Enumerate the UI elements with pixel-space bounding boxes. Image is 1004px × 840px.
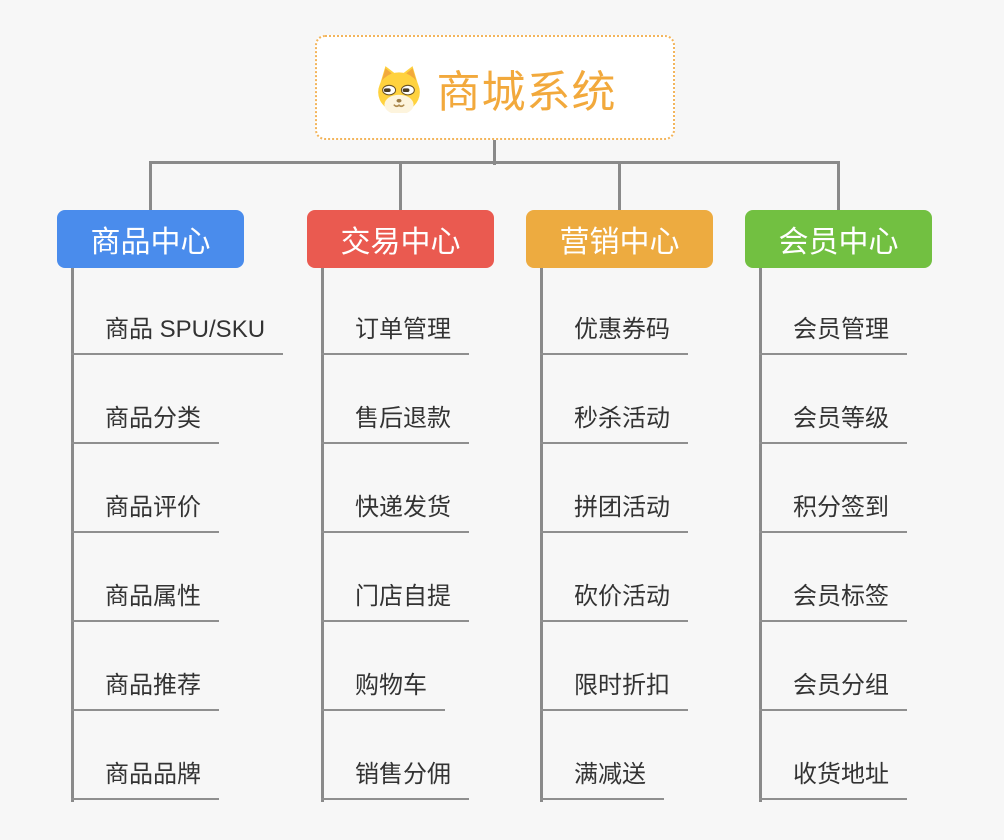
connector-drop-2 [399, 161, 402, 210]
connector-branch-trunk-4 [759, 268, 762, 802]
branch-topic-product-center[interactable]: 商品中心 [57, 210, 244, 268]
branch-topic-label: 会员中心 [778, 226, 899, 259]
root-topic[interactable]: 商城系统 [315, 35, 675, 140]
subtopic[interactable]: 商品品牌 [71, 711, 219, 800]
subtopic[interactable]: 砍价活动 [540, 533, 688, 622]
branch-children-member-center: 会员管理 会员等级 积分签到 会员标签 会员分组 收货地址 [759, 268, 907, 800]
branch-topic-label: 交易中心 [340, 226, 461, 259]
subtopic[interactable]: 积分签到 [759, 444, 907, 533]
subtopic[interactable]: 会员等级 [759, 355, 907, 444]
subtopic[interactable]: 订单管理 [321, 268, 469, 355]
subtopic[interactable]: 会员分组 [759, 622, 907, 711]
connector-drop-3 [618, 161, 621, 210]
subtopic[interactable]: 拼团活动 [540, 444, 688, 533]
branch-children-marketing-center: 优惠券码 秒杀活动 拼团活动 砍价活动 限时折扣 满减送 [540, 268, 688, 800]
subtopic[interactable]: 会员管理 [759, 268, 907, 355]
subtopic[interactable]: 收货地址 [759, 711, 907, 800]
connector-root-trunk [493, 140, 496, 165]
connector-drop-1 [149, 161, 152, 210]
subtopic[interactable]: 商品评价 [71, 444, 219, 533]
branch-topic-label: 营销中心 [559, 226, 680, 259]
subtopic[interactable]: 秒杀活动 [540, 355, 688, 444]
subtopic[interactable]: 销售分佣 [321, 711, 469, 800]
subtopic[interactable]: 商品 SPU/SKU [71, 268, 284, 355]
branch-topic-marketing-center[interactable]: 营销中心 [526, 210, 713, 268]
subtopic[interactable]: 优惠券码 [540, 268, 688, 355]
connector-branch-trunk-2 [321, 268, 324, 802]
connector-rail [149, 161, 840, 164]
subtopic[interactable]: 售后退款 [321, 355, 469, 444]
subtopic[interactable]: 门店自提 [321, 533, 469, 622]
branch-children-trade-center: 订单管理 售后退款 快递发货 门店自提 购物车 销售分佣 [321, 268, 469, 800]
branch-topic-label: 商品中心 [90, 226, 211, 259]
subtopic[interactable]: 商品推荐 [71, 622, 219, 711]
branch-topic-member-center[interactable]: 会员中心 [745, 210, 932, 268]
subtopic[interactable]: 快递发货 [321, 444, 469, 533]
subtopic[interactable]: 满减送 [540, 711, 664, 800]
connector-drop-4 [837, 161, 840, 210]
dog-face-icon [377, 65, 420, 113]
connector-branch-trunk-3 [540, 268, 543, 802]
subtopic[interactable]: 会员标签 [759, 533, 907, 622]
subtopic[interactable]: 商品分类 [71, 355, 219, 444]
subtopic[interactable]: 商品属性 [71, 533, 219, 622]
root-topic-label: 商城系统 [436, 67, 617, 117]
branch-topic-trade-center[interactable]: 交易中心 [307, 210, 494, 268]
subtopic[interactable]: 购物车 [321, 622, 445, 711]
branch-children-product-center: 商品 SPU/SKU 商品分类 商品评价 商品属性 商品推荐 商品品牌 [71, 268, 284, 800]
subtopic[interactable]: 限时折扣 [540, 622, 688, 711]
connector-branch-trunk-1 [71, 268, 74, 802]
